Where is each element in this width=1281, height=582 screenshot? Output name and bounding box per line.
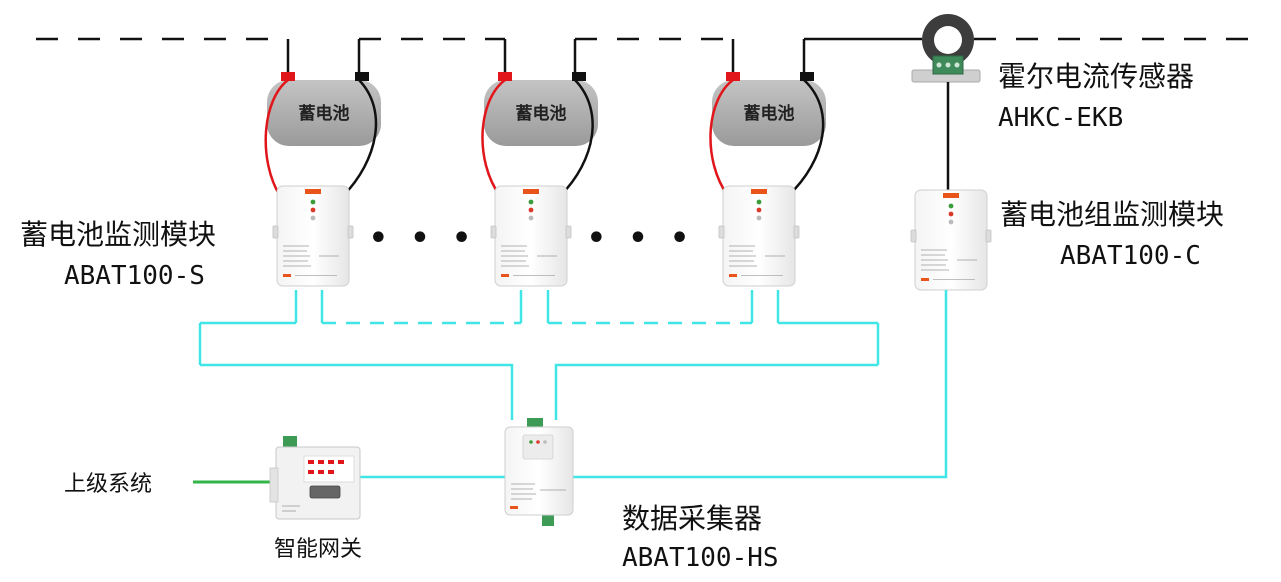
battery-module-3	[718, 185, 800, 287]
hall-sensor-name: 霍尔电流传感器	[998, 60, 1194, 93]
communication-bus	[198, 290, 948, 479]
battery-1: 蓄电池	[267, 72, 381, 146]
battery-1-negative-wire	[342, 79, 378, 197]
power-string-line	[36, 37, 1260, 72]
battery-2-label: 蓄电池	[516, 103, 567, 124]
battery-3-positive-wire	[709, 78, 734, 197]
hall-sensor-model: AHKC-EKB	[998, 103, 1123, 133]
smart-gateway	[269, 436, 361, 520]
battery-2-positive-wire	[481, 78, 506, 197]
battery-module-name: 蓄电池监测模块	[20, 218, 216, 251]
battery-module-2	[490, 185, 572, 287]
collector-model: ABAT100-HS	[622, 543, 779, 573]
battery-module-1	[272, 185, 354, 287]
upper-system-label: 上级系统	[64, 472, 152, 497]
ellipsis-2: • • •	[587, 221, 695, 256]
collector-name: 数据采集器	[622, 502, 762, 535]
battery-1-positive-wire	[264, 79, 289, 197]
group-module-name: 蓄电池组监测模块	[1000, 198, 1224, 231]
group-module-model: ABAT100-C	[1060, 241, 1201, 271]
data-collector	[504, 418, 574, 526]
hall-current-sensor	[911, 14, 981, 83]
battery-2-negative-wire	[559, 79, 594, 197]
battery-group-module	[910, 189, 992, 291]
battery-3-label: 蓄电池	[744, 103, 795, 124]
gateway-name: 智能网关	[274, 537, 362, 562]
battery-2: 蓄电池	[484, 72, 598, 146]
battery-module-model: ABAT100-S	[64, 261, 205, 291]
battery-3-negative-wire	[787, 79, 825, 197]
battery-3: 蓄电池	[712, 72, 826, 146]
battery-1-label: 蓄电池	[299, 103, 350, 124]
ellipsis-1: • • •	[369, 221, 477, 256]
